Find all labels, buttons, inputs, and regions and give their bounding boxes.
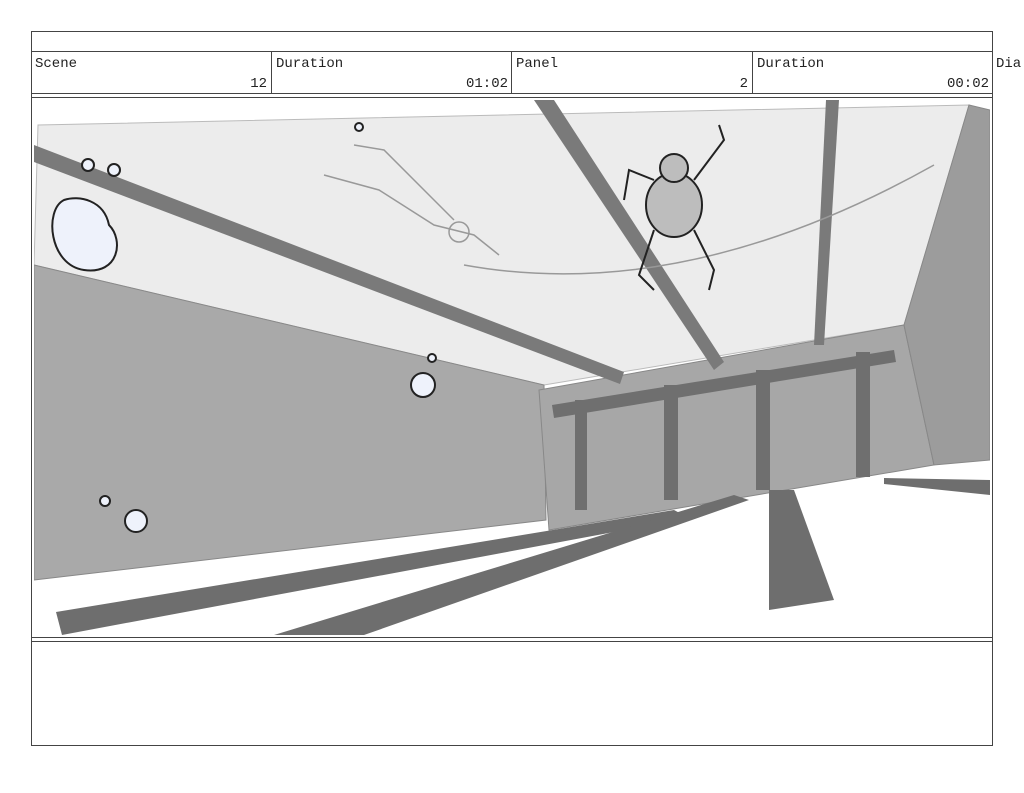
bubbles: [51, 122, 437, 533]
floor-shadow: [884, 478, 990, 495]
railing-post: [856, 352, 870, 477]
railing-post: [664, 385, 678, 500]
scene-duration-label: Duration: [276, 56, 344, 72]
dialogue-label-partial: Dia: [996, 56, 1022, 72]
hanging-figure: [623, 124, 726, 291]
floating-figure-sketch: [323, 144, 500, 256]
panel-value: 2: [739, 76, 748, 92]
scene-duration-value: 01:02: [465, 76, 508, 92]
header-divider: [752, 51, 753, 94]
panel-duration-cell: Duration 00:02: [753, 51, 993, 94]
panel-duration-label: Duration: [757, 56, 825, 72]
ceiling-area: [34, 104, 970, 386]
panel-image-frame: [31, 97, 993, 638]
left-wall: [34, 264, 547, 581]
panel-info-header: [31, 51, 993, 94]
railing-top: [552, 350, 896, 418]
panel-duration-value: 00:02: [946, 76, 989, 92]
panel-label: Panel: [516, 56, 559, 72]
ceiling-beam: [34, 145, 624, 384]
header-divider: [511, 51, 512, 94]
right-wall: [903, 104, 990, 466]
panel-notes-box: [31, 641, 993, 746]
floor-shadow: [769, 490, 834, 610]
railing-post: [575, 400, 587, 510]
scene-label: Scene: [35, 56, 78, 72]
storyboard-sketch: [34, 100, 990, 635]
scene-duration-cell: Duration 01:02: [272, 51, 512, 94]
ceiling-beam: [534, 100, 724, 370]
scene-value: 12: [250, 76, 267, 92]
header-divider: [271, 51, 272, 94]
ceiling-beam: [814, 100, 839, 345]
panel-cell: Panel 2: [512, 51, 752, 94]
header-divider: [992, 51, 993, 94]
scene-cell: Scene 12: [31, 51, 271, 94]
floor-shadow: [274, 495, 749, 635]
floor-shadow: [56, 510, 689, 635]
bunting-string: [463, 164, 935, 275]
railing-post: [756, 370, 770, 490]
